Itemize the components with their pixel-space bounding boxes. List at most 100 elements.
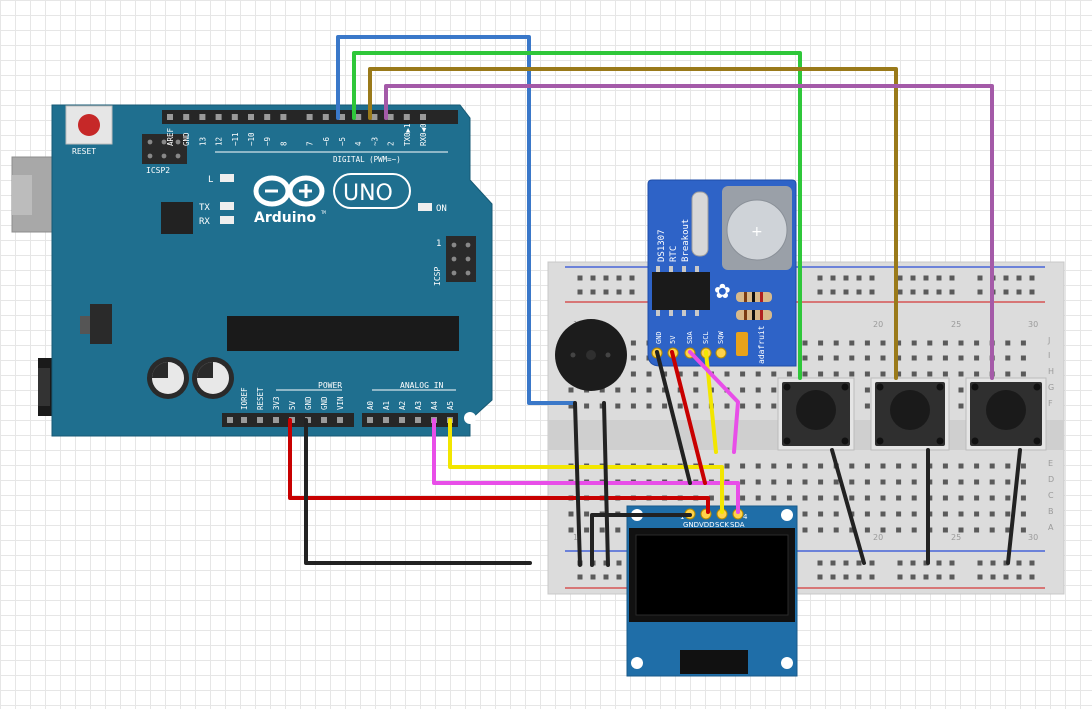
header-pin[interactable] <box>199 114 206 120</box>
rail-hole <box>949 289 955 295</box>
wire-a5-to-oled-sck[interactable] <box>448 418 724 514</box>
rail-hole <box>1029 574 1035 580</box>
rail-hole <box>603 289 609 295</box>
rail-hole <box>856 275 862 281</box>
breadboard-hole <box>864 527 870 533</box>
header-pin[interactable] <box>231 114 238 120</box>
arduino-logo <box>253 175 325 207</box>
header-pin[interactable] <box>339 114 345 120</box>
header-pin[interactable] <box>371 114 378 120</box>
breadboard-hole <box>927 371 933 377</box>
wire-d7-to-buzzer[interactable] <box>336 35 576 405</box>
breadboard-hole <box>818 340 824 346</box>
wire-button-1-gnd[interactable] <box>830 448 866 565</box>
ds1307-rtc-module: DS1307 RTC Breakout + ✿ adafruit GND 5V … <box>647 179 797 367</box>
row-letter-e: E <box>1048 459 1053 468</box>
header-pin[interactable] <box>399 417 405 423</box>
breadboard-hole <box>849 495 855 501</box>
header-pin[interactable] <box>280 114 287 120</box>
icsp2-label: ICSP2 <box>146 166 170 175</box>
uno-badge-text: UNO <box>343 181 393 206</box>
breadboard-hole <box>802 527 808 533</box>
rail-hole <box>1003 574 1009 580</box>
breadboard-hole <box>896 340 902 346</box>
wire-oled-gnd[interactable] <box>590 513 692 567</box>
buzzer-hole <box>586 350 596 360</box>
wire-rtc-sda[interactable] <box>688 350 740 454</box>
rail-hole <box>910 275 916 281</box>
push-button-3[interactable] <box>965 377 1047 451</box>
uno-badge <box>333 173 411 209</box>
col-num-30-top: 30 <box>1028 320 1038 329</box>
header-pin[interactable] <box>248 114 254 120</box>
led-on <box>418 203 432 211</box>
wire-gnd-to-rail[interactable] <box>304 418 532 565</box>
button-screw <box>936 437 944 445</box>
rail-hole <box>830 574 836 580</box>
wire-d6-to-button-1[interactable] <box>352 51 802 380</box>
wire-rtc-5v[interactable] <box>670 350 707 485</box>
breadboard-hole <box>864 463 870 469</box>
header-pin[interactable] <box>273 417 279 423</box>
header-pin[interactable] <box>415 417 421 423</box>
breadboard-hole <box>849 355 855 361</box>
rail-hole <box>843 289 849 295</box>
led-rx-label: RX <box>199 217 210 227</box>
header-pin[interactable] <box>215 114 222 120</box>
header-pin[interactable] <box>420 114 426 120</box>
icsp2-header <box>142 134 187 164</box>
rail-hole <box>936 289 942 295</box>
header-pin[interactable] <box>257 417 263 423</box>
rail-hole <box>603 574 609 580</box>
wire-buzzer-gnd[interactable] <box>602 401 610 567</box>
rtc-pin[interactable] <box>715 347 727 359</box>
led-on-label: ON <box>436 204 447 214</box>
oled-ribbon <box>680 650 748 674</box>
rtc-brand: adafruit <box>757 325 766 364</box>
breadboard-hole <box>942 511 948 517</box>
header-pin[interactable] <box>387 114 394 120</box>
crystal <box>691 191 709 257</box>
breadboard-hole <box>942 355 948 361</box>
push-button-1[interactable] <box>777 377 855 451</box>
breadboard-hole <box>927 340 933 346</box>
row-letter-d: D <box>1048 475 1054 484</box>
button-3-cap[interactable] <box>986 390 1026 430</box>
header-pin[interactable] <box>264 114 271 120</box>
header-pin[interactable] <box>241 417 247 423</box>
wire-5v-to-oled-vdd[interactable] <box>288 418 710 514</box>
wire-d4-to-button-3[interactable] <box>384 84 994 380</box>
wire-d5-to-button-2[interactable] <box>368 67 898 380</box>
rail-hole <box>897 560 903 566</box>
header-pin[interactable] <box>403 114 410 120</box>
header-pin[interactable] <box>367 417 373 423</box>
header-pin[interactable] <box>227 417 233 423</box>
breadboard-hole <box>630 371 636 377</box>
button-2-cap[interactable] <box>890 390 930 430</box>
header-pin[interactable] <box>183 114 190 120</box>
breadboard-hole <box>771 371 777 377</box>
wire-buzzer-leg[interactable] <box>573 401 582 567</box>
breadboard-hole <box>568 527 574 533</box>
rail-hole <box>577 289 583 295</box>
rail-hole <box>1029 289 1035 295</box>
header-pin[interactable] <box>167 114 173 120</box>
wire-rtc-gnd[interactable] <box>655 350 692 485</box>
wire-a4-to-oled-sda[interactable] <box>432 418 740 514</box>
breadboard-hole <box>958 371 964 377</box>
push-button-2[interactable] <box>870 377 950 451</box>
header-pin[interactable] <box>322 114 329 120</box>
rail-hole <box>923 289 929 295</box>
reset-button-cap[interactable] <box>78 114 100 136</box>
header-pin[interactable] <box>321 417 327 423</box>
button-1-cap[interactable] <box>796 390 836 430</box>
breadboard-hole <box>677 371 683 377</box>
rail-hole <box>977 289 983 295</box>
header-pin[interactable] <box>355 114 362 120</box>
header-pin[interactable] <box>337 417 343 423</box>
breadboard-hole <box>802 495 808 501</box>
header-pin[interactable] <box>306 114 313 120</box>
wire-button-3-gnd[interactable] <box>1006 448 1022 565</box>
header-pin[interactable] <box>383 417 389 423</box>
breadboard-hole <box>974 479 980 485</box>
